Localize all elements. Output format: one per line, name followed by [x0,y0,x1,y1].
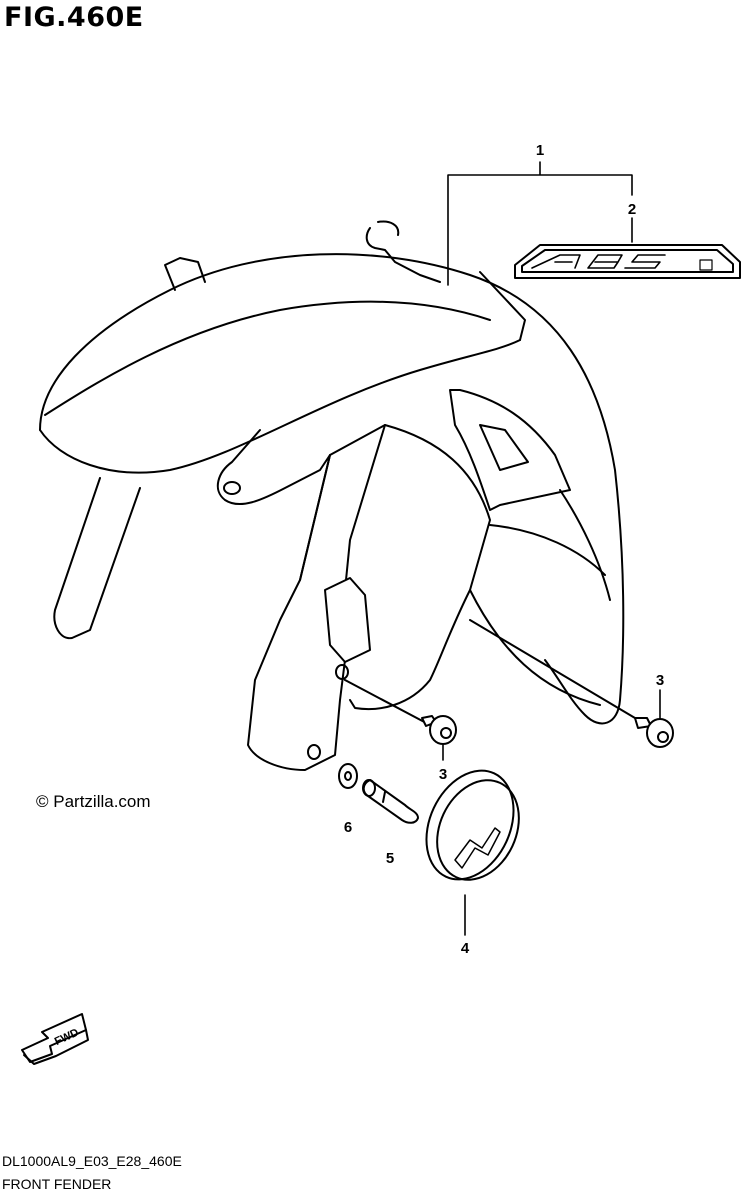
screw-part-3-center[interactable] [421,715,457,745]
callout-2: 2 [628,201,636,218]
front-fender[interactable] [39,220,636,771]
diagram-subtitle: FRONT FENDER [2,1176,112,1192]
figure-title: FIG.460E [4,2,144,33]
callout-4: 4 [461,940,470,957]
diagram-code: DL1000AL9_E03_E28_460E [2,1153,182,1169]
callout-1: 1 [536,142,544,159]
abs-decal[interactable] [514,244,741,279]
fwd-arrow-icon [21,1013,89,1065]
leader-lines [442,161,661,936]
screw-part-3-right[interactable] [634,717,674,748]
callout-5: 5 [386,850,394,867]
callout-6: 6 [344,819,352,836]
fender-cap-part-4[interactable] [410,756,535,893]
callout-3-right: 3 [656,672,664,689]
washer-part-6[interactable] [338,763,358,789]
spacer-part-5[interactable] [362,779,419,824]
copyright-notice: © Partzilla.com [36,792,151,811]
callout-3-center: 3 [439,766,447,783]
